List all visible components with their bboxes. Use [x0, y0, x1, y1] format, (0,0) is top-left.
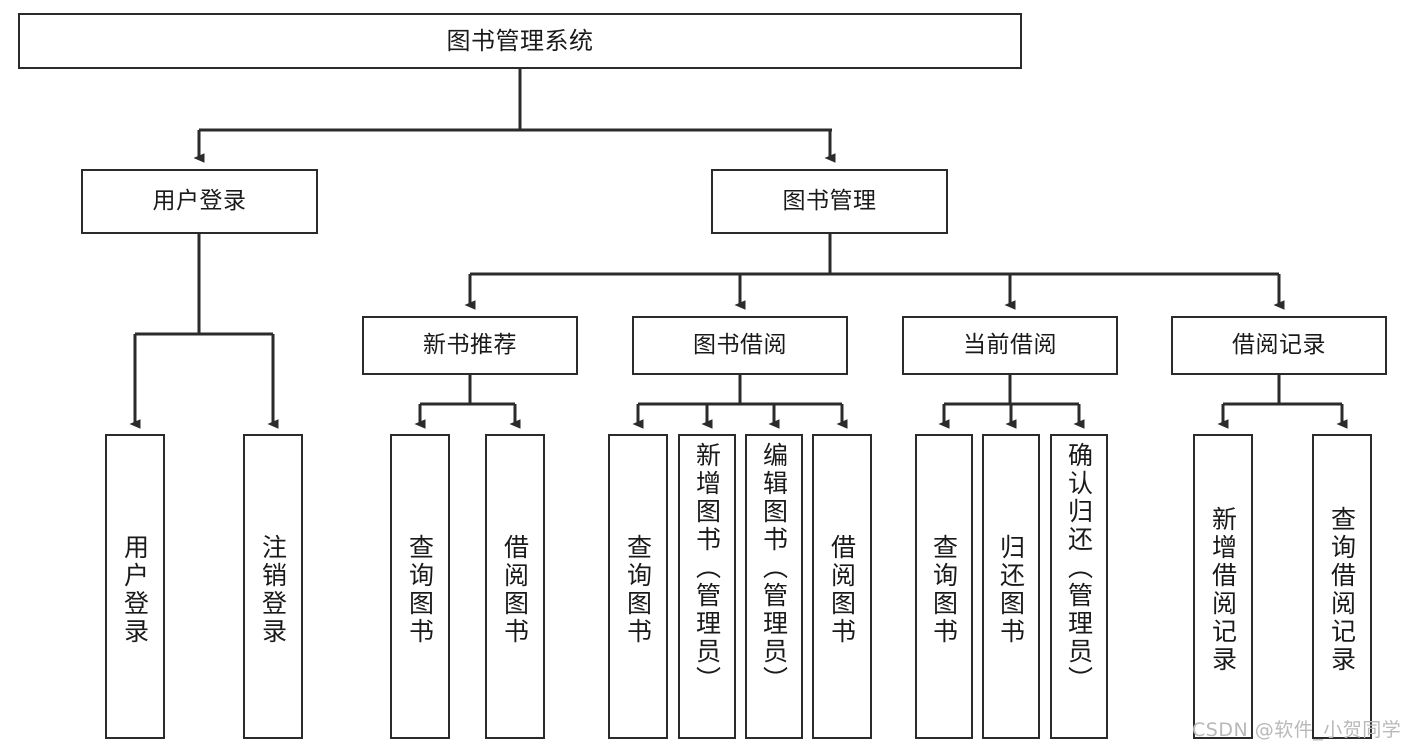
node-label: 借阅图书	[500, 533, 530, 646]
node-label: 图书管理系统	[446, 26, 594, 55]
node-borrow-record[interactable]: 借阅记录	[1171, 316, 1387, 375]
node-label: 借阅记录	[1232, 331, 1326, 358]
node-label: 查询图书	[623, 533, 653, 646]
csdn-watermark: CSDN @软件_小贺同学	[1192, 719, 1402, 741]
node-label: 注销登录	[258, 533, 288, 646]
node-label: 归还图书	[996, 533, 1026, 646]
node-leaf-edit-book[interactable]: 编辑图书（管理员）	[745, 434, 803, 739]
node-leaf-query-book-2[interactable]: 查询图书	[608, 434, 668, 739]
node-book-borrow[interactable]: 图书借阅	[632, 316, 848, 375]
node-leaf-borrow-book-1[interactable]: 借阅图书	[485, 434, 545, 739]
node-leaf-user-login[interactable]: 用户登录	[105, 434, 165, 739]
node-label: 新书推荐	[423, 331, 517, 358]
node-label: 查询借阅记录	[1327, 505, 1357, 674]
node-label: 新增借阅记录	[1208, 505, 1238, 674]
node-new-book-recommend[interactable]: 新书推荐	[362, 316, 578, 375]
node-label: 查询图书	[405, 533, 435, 646]
node-leaf-logout[interactable]: 注销登录	[243, 434, 303, 739]
node-label: 图书借阅	[693, 331, 787, 358]
node-leaf-return-book[interactable]: 归还图书	[982, 434, 1040, 739]
node-label: 确认归还（管理员）	[1064, 442, 1094, 694]
node-label: 用户登录	[120, 533, 150, 646]
node-label: 查询图书	[929, 533, 959, 646]
node-label: 图书管理	[782, 187, 877, 214]
node-current-borrow[interactable]: 当前借阅	[902, 316, 1118, 375]
node-leaf-add-record[interactable]: 新增借阅记录	[1193, 434, 1253, 739]
node-leaf-confirm-return[interactable]: 确认归还（管理员）	[1050, 434, 1108, 739]
node-label: 用户登录	[152, 187, 247, 214]
node-label: 当前借阅	[963, 331, 1057, 358]
node-label: 编辑图书（管理员）	[759, 442, 789, 694]
node-label: 借阅图书	[827, 533, 857, 646]
node-leaf-borrow-book-2[interactable]: 借阅图书	[812, 434, 872, 739]
node-leaf-add-book[interactable]: 新增图书（管理员）	[678, 434, 736, 739]
node-book-management[interactable]: 图书管理	[711, 169, 948, 234]
node-leaf-query-record[interactable]: 查询借阅记录	[1312, 434, 1372, 739]
node-label: 新增图书（管理员）	[692, 442, 722, 694]
node-leaf-query-book-3[interactable]: 查询图书	[915, 434, 973, 739]
node-user-login[interactable]: 用户登录	[81, 169, 318, 234]
node-system-root[interactable]: 图书管理系统	[18, 13, 1022, 69]
node-leaf-query-book-1[interactable]: 查询图书	[390, 434, 450, 739]
